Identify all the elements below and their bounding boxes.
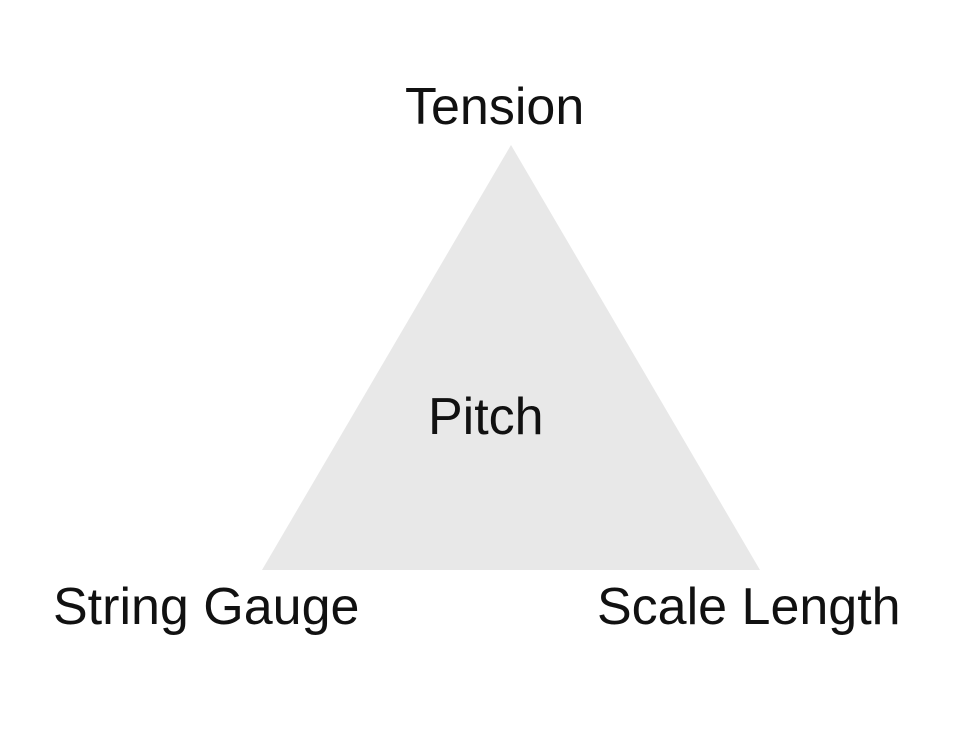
- pitch-label: Pitch: [428, 388, 544, 446]
- tension-label: Tension: [405, 78, 585, 136]
- scale-length-label: Scale Length: [597, 578, 901, 636]
- string-gauge-label: String Gauge: [53, 578, 360, 636]
- triangle-shape: [262, 145, 760, 570]
